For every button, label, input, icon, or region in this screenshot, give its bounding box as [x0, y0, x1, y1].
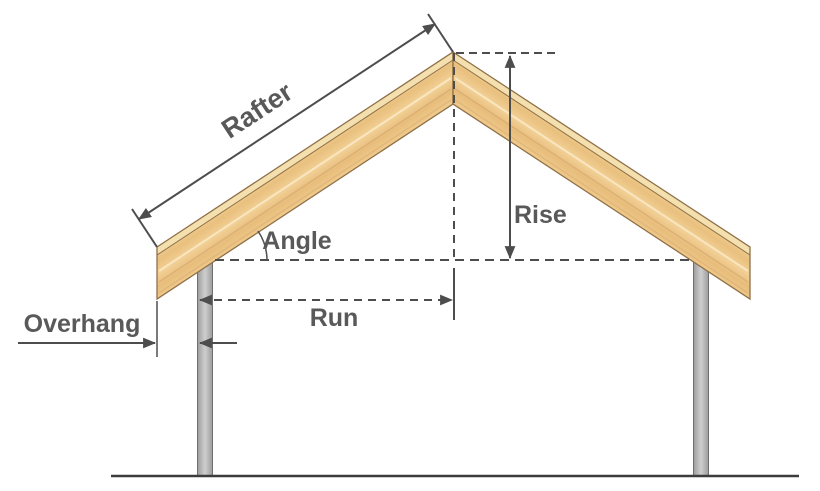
right-rafter-grain-line: [454, 99, 749, 294]
wall-posts: [197, 259, 709, 477]
rafter-witness-line-lower: [131, 208, 158, 248]
overhang-label: Overhang: [24, 310, 141, 338]
run-label: Run: [310, 304, 359, 332]
right-rafter-edge-line: [452, 59, 751, 256]
angle-label: Angle: [262, 227, 332, 255]
right-rafter-grain-highlight: [454, 77, 749, 272]
right-rafter-grain-line: [454, 88, 749, 283]
rafters: [156, 50, 751, 301]
rafter-label: Rafter: [216, 76, 298, 144]
left-rafter-edge-line: [156, 59, 454, 256]
rafter-witness-line-peak: [427, 13, 454, 53]
rafter-dimension-line: [138, 23, 436, 220]
right-wall-post: [693, 259, 709, 477]
left-wall-post: [197, 259, 213, 477]
rise-label: Rise: [514, 201, 567, 229]
left-rafter-grain-line: [158, 99, 452, 294]
right-rafter-top-edge: [453, 52, 750, 255]
angle-arc: [257, 230, 268, 261]
annotations: [18, 13, 693, 357]
left-rafter-top-edge: [157, 52, 453, 255]
